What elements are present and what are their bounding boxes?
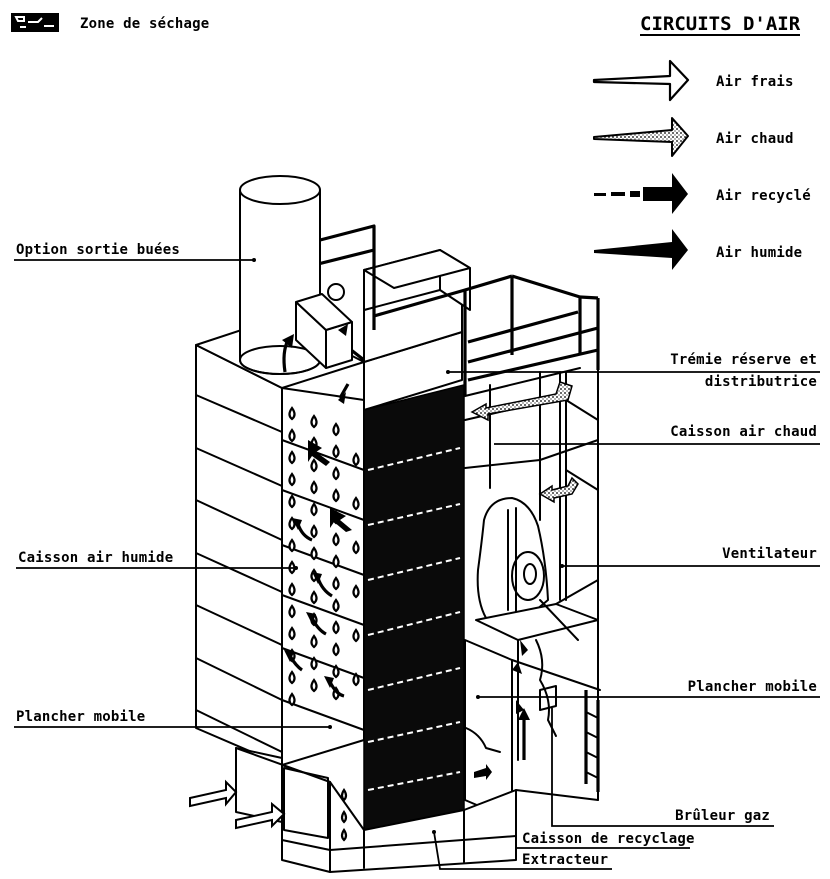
water-drop-icon: [288, 604, 296, 619]
label-plancher-mobile-left: Plancher mobile: [16, 709, 145, 725]
base-extractor: [189, 747, 599, 873]
legend-item-air-chaud: Air chaud: [593, 117, 794, 157]
top-fan-housing: [295, 283, 353, 404]
water-drop-icon: [332, 598, 340, 613]
water-drop-icon: [288, 670, 296, 685]
water-drop-icon: [310, 414, 318, 429]
water-drop-icon: [310, 656, 318, 671]
label-plancher-mobile-right: Plancher mobile: [688, 679, 817, 695]
zone-legend: Zone de séchage: [11, 13, 209, 32]
water-drop-icon: [310, 634, 318, 649]
water-drop-icon: [332, 532, 340, 547]
burner-recycling-section: [464, 639, 601, 821]
legend-item-air-recycle: Air recyclé: [594, 173, 811, 214]
water-drop-icon: [332, 554, 340, 569]
water-drop-icon: [332, 664, 340, 679]
water-drop-icon: [288, 494, 296, 509]
water-drop-icon: [288, 428, 296, 443]
water-drop-icon: [288, 472, 296, 487]
callout-extracteur: Extracteur: [432, 830, 612, 870]
water-drop-icon: [288, 538, 296, 553]
solid-arrow-icon: [594, 229, 688, 270]
callout-bruleur-gaz: Brûleur gaz: [551, 708, 774, 827]
callout-caisson-air-humide: Caisson air humide: [16, 550, 298, 570]
water-drop-icon: [310, 590, 318, 605]
water-drop-icon: [352, 584, 360, 599]
zone-legend-label: Zone de séchage: [80, 16, 209, 32]
legend-title: CIRCUITS D'AIR: [640, 13, 801, 35]
water-drop-icon: [352, 672, 360, 687]
water-drop-icon: [332, 466, 340, 481]
label-tremie-line2: distributrice: [705, 374, 817, 390]
water-drop-icon: [310, 480, 318, 495]
stippled-arrow-icon: [593, 117, 689, 157]
callout-caisson-recyclage: Caisson de recyclage: [515, 790, 695, 849]
legend-item-air-humide: Air humide: [594, 229, 802, 270]
water-drop-icon: [332, 444, 340, 459]
legend-label: Air frais: [716, 74, 794, 90]
hot-air-casing: [464, 367, 599, 801]
callout-option-sortie-buees: Option sortie buées: [14, 242, 256, 262]
callout-caisson-air-chaud: Caisson air chaud: [494, 424, 820, 445]
water-drop-icon: [352, 452, 360, 467]
label-option-sortie-buees: Option sortie buées: [16, 242, 180, 258]
callouts: Option sortie buées Caisson air humide P…: [14, 242, 820, 870]
water-drop-icon: [288, 582, 296, 597]
water-drop-icon: [288, 692, 296, 707]
water-drop-icon: [352, 496, 360, 511]
label-extracteur: Extracteur: [522, 852, 608, 868]
water-drop-icon: [310, 502, 318, 517]
water-drop-icon: [352, 628, 360, 643]
water-drop-icon: [332, 576, 340, 591]
grain-column: [363, 331, 465, 831]
water-drop-icon: [332, 488, 340, 503]
label-ventilateur: Ventilateur: [722, 546, 817, 562]
water-drop-icon: [310, 546, 318, 561]
water-drop-icon: [332, 620, 340, 635]
outline-arrow-icon: [592, 59, 690, 102]
callout-tremie: Trémie réserve et distributrice: [446, 352, 820, 390]
legend-label: Air humide: [716, 245, 802, 261]
legend-label: Air chaud: [716, 131, 794, 147]
label-caisson-air-chaud: Caisson air chaud: [670, 424, 817, 440]
drying-zone-swatch-icon: [11, 13, 59, 32]
water-drop-icon: [288, 450, 296, 465]
ventilator-fan: [475, 497, 599, 641]
humid-air-flow-arrows: [284, 440, 352, 698]
water-drop-icon: [352, 540, 360, 555]
legend-item-air-frais: Air frais: [592, 59, 794, 102]
water-drop-icon: [332, 642, 340, 657]
water-drop-icon: [288, 626, 296, 641]
water-drop-icon: [288, 406, 296, 421]
label-tremie-line1: Trémie réserve et: [670, 352, 817, 368]
callout-ventilateur: Ventilateur: [560, 546, 820, 568]
label-caisson-air-humide: Caisson air humide: [18, 550, 173, 566]
air-circuits-legend: CIRCUITS D'AIR Air frais Air chaud: [592, 13, 811, 270]
water-drop-icon: [332, 422, 340, 437]
hopper: [363, 249, 471, 363]
label-caisson-recyclage: Caisson de recyclage: [522, 831, 695, 847]
dashed-solid-arrow-icon: [594, 173, 688, 214]
label-bruleur-gaz: Brûleur gaz: [675, 808, 770, 824]
water-drop-icon: [310, 524, 318, 539]
callout-plancher-mobile-right: Plancher mobile: [476, 679, 820, 699]
dryer-structure: [189, 175, 601, 873]
legend-label: Air recyclé: [716, 188, 811, 204]
water-drop-icon: [310, 678, 318, 693]
water-drop-icon: [310, 458, 318, 473]
callout-plancher-mobile-left: Plancher mobile: [14, 709, 332, 729]
